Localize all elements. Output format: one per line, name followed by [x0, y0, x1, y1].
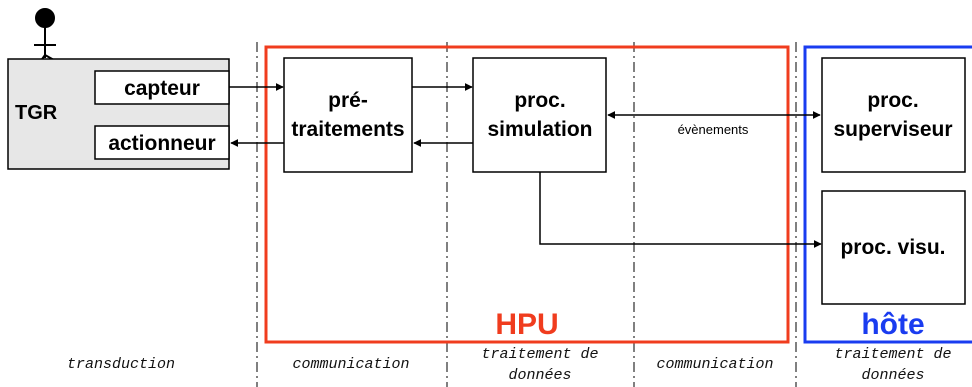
- arrow-simulation-to-visu: [539, 172, 822, 248]
- phase-traitement-2-label-line2: données: [861, 367, 924, 384]
- phase-communication-1-label: communication: [292, 356, 409, 373]
- evenements-label: évènements: [678, 122, 749, 137]
- hote-frame: [803, 45, 972, 344]
- hpu-label: HPU: [495, 308, 558, 341]
- hote-label: hôte: [861, 308, 924, 341]
- capteur-box: [94, 70, 230, 105]
- visu-label: proc. visu.: [840, 236, 945, 259]
- phase-traitement-1-label-line1: traitement de: [481, 346, 598, 363]
- pretraitements-label-line1: pré-: [328, 89, 368, 112]
- superviseur-label-line1: proc.: [867, 89, 918, 112]
- superviseur-box: [821, 57, 966, 173]
- phase-transduction-label: transduction: [67, 356, 175, 373]
- visu-box: [821, 190, 966, 305]
- phase-traitement-2-label-line1: traitement de: [834, 346, 951, 363]
- pretraitements-box: [283, 57, 413, 173]
- simulation-box: [472, 57, 607, 173]
- actionneur-box: [94, 125, 230, 160]
- phase-communication-2-label: communication: [656, 356, 773, 373]
- tgr-label: TGR: [15, 102, 58, 124]
- arrows: [229, 83, 822, 248]
- actor-head: [35, 8, 55, 28]
- actionneur-label: actionneur: [108, 132, 215, 155]
- hpu-frame: [264, 45, 790, 344]
- phase-separators: [256, 42, 797, 387]
- superviseur-label-line2: superviseur: [833, 118, 952, 141]
- simulation-label-line2: simulation: [487, 118, 592, 141]
- phase-traitement-1-label-line2: données: [508, 367, 571, 384]
- simulation-label-line1: proc.: [514, 89, 565, 112]
- pretraitements-label-line2: traitements: [291, 118, 404, 141]
- capteur-label: capteur: [124, 77, 200, 100]
